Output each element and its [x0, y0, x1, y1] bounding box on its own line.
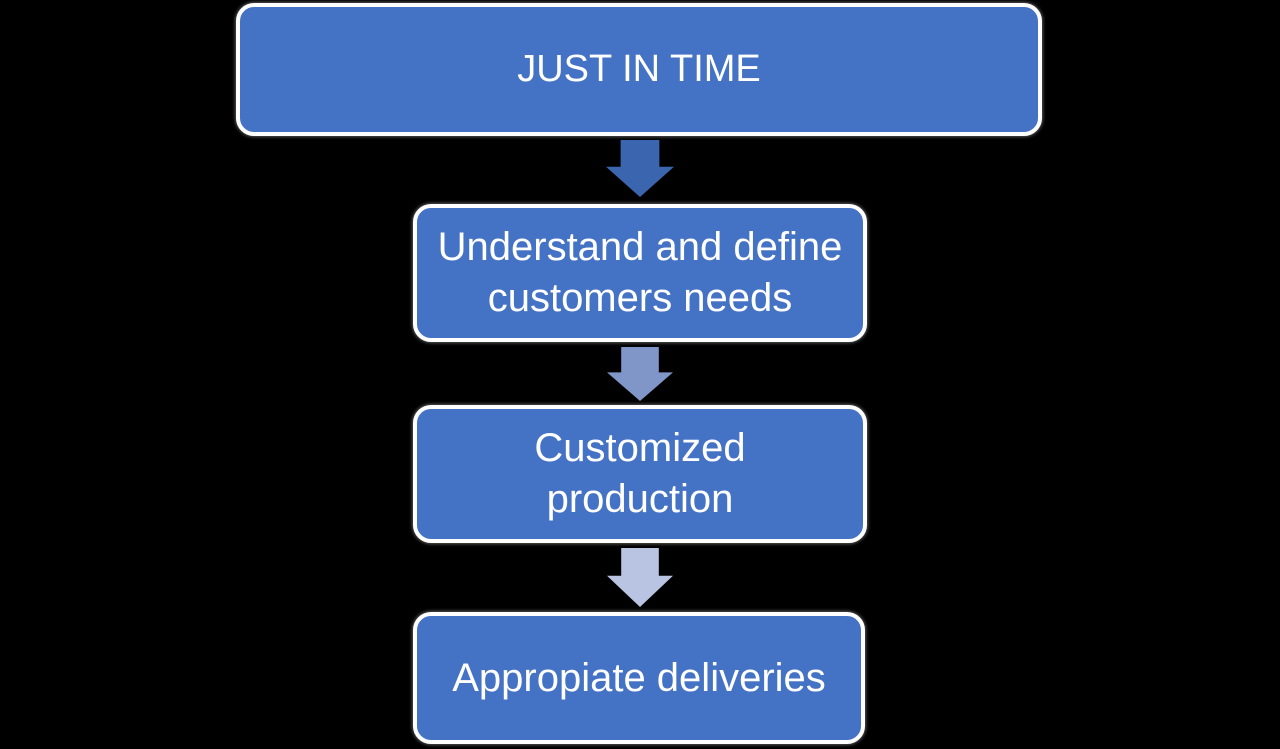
node-understand-define-needs: Understand and define customers needs	[413, 204, 867, 342]
down-arrow-icon	[607, 548, 673, 607]
node-customized-production: Customized production	[413, 405, 867, 543]
node-customized-label-line1: Customized	[534, 425, 746, 470]
node-just-in-time-label: JUST IN TIME	[517, 48, 761, 90]
node-just-in-time: JUST IN TIME	[236, 3, 1042, 136]
node-deliveries-label: Appropiate deliveries	[452, 655, 826, 700]
node-understand-label-line2: customers needs	[487, 276, 793, 320]
node-understand-label-line1: Understand and define	[437, 224, 843, 269]
down-arrow-icon	[607, 347, 673, 401]
node-appropriate-deliveries: Appropiate deliveries	[413, 612, 865, 744]
down-arrow-icon	[606, 140, 674, 197]
node-customized-label-line2: production	[546, 477, 734, 521]
